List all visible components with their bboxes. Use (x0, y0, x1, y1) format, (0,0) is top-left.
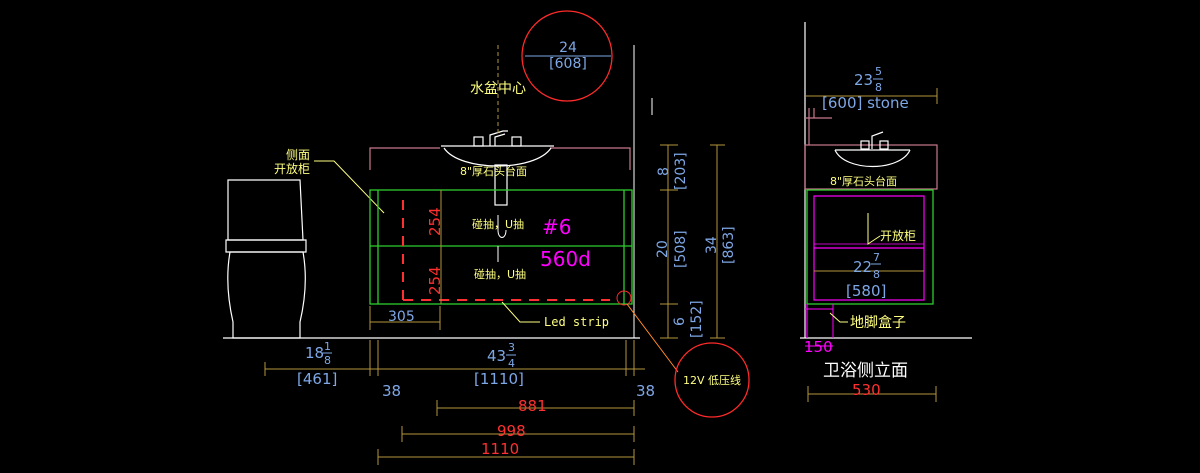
countertop (369, 147, 631, 170)
basin-dim-value: 24 (559, 40, 577, 56)
side-open-cabinet-label-1: 侧面 (286, 148, 310, 162)
side-top-num: 5 (875, 65, 882, 78)
dim-countertop-metric: [203] (673, 152, 689, 190)
bottom-red-dims: 881 998 1110 (377, 397, 635, 465)
dim-cabinet-value: 20 (655, 240, 671, 258)
depth-label: 560d (540, 247, 591, 271)
total-height-value: 34 (704, 236, 720, 254)
side-inner-whole: 22 (853, 258, 872, 276)
drawer-bottom-height: 254 (426, 266, 444, 295)
side-top-whole: 23 (854, 71, 873, 89)
side-plinth: 地脚盒子 150 (804, 304, 906, 356)
led-point-marker[interactable] (616, 290, 632, 306)
plinth-height: 150 (804, 338, 833, 356)
dim-cabinet-metric: [508] (673, 230, 689, 268)
vanity-width-den: 4 (508, 357, 515, 370)
gap-right-value: 38 (636, 382, 655, 400)
basin-callout-circle (521, 10, 613, 102)
vanity-width-metric: [1110] (474, 370, 524, 388)
bottom-dim-998: 998 (497, 422, 526, 440)
side-open-cabinet-label: 开放柜 (880, 228, 916, 243)
drawer-height-dims: 254 254 (426, 190, 444, 304)
low-voltage-label: 12V 低压线 (683, 373, 741, 387)
side-top-den: 8 (875, 81, 882, 94)
drawer-bottom-label: 碰抽，U抽 (474, 267, 526, 281)
basin-callout[interactable]: 24 [608] (521, 10, 613, 102)
drawer-top-height: 254 (426, 207, 444, 236)
vanity-cabinet (369, 189, 633, 305)
total-height-dim: 34 [863] (704, 144, 737, 339)
toilet-width-metric: [461] (297, 370, 337, 388)
bottom-dim-1110: 1110 (481, 440, 519, 458)
dim-plinth-value: 6 (672, 317, 688, 326)
low-voltage-callout-circle (674, 342, 750, 418)
gap-left-value: 38 (382, 382, 401, 400)
side-countertop (804, 144, 938, 190)
dim-plinth-metric: [152] (689, 300, 705, 338)
side-inner-metric: [580] (846, 282, 886, 300)
side-inner-den: 8 (873, 268, 880, 281)
bottom-dim-881: 881 (518, 397, 547, 415)
side-open-cabinet-label-2: 开放柜 (274, 161, 310, 176)
right-vertical-dims: 8 [203] 20 [508] 6 [152] (655, 144, 705, 339)
side-open-cabinet-annotation: 侧面 开放柜 (274, 148, 385, 214)
low-voltage-callout[interactable]: 12V 低压线 (674, 342, 750, 418)
side-inner-dim: 22 7 8 [580] (814, 251, 924, 300)
side-basin (834, 131, 911, 167)
drain-pipe (497, 215, 507, 262)
total-height-metric: [863] (721, 226, 737, 264)
plinth-label: 地脚盒子 (850, 314, 906, 331)
vanity-width-num: 3 (508, 341, 515, 354)
led-strip-label: Led strip (544, 315, 609, 329)
side-countertop-label: 8"厚石头台面 (830, 174, 897, 188)
side-cabinet (806, 189, 934, 305)
dim-countertop-value: 8 (656, 167, 672, 176)
vanity-width-whole: 43 (487, 347, 506, 365)
side-top-dim: 23 5 8 [600] stone (805, 65, 938, 112)
side-open-cabinet (813, 195, 925, 301)
toilet-width-den: 8 (324, 354, 331, 367)
model-number: #6 (542, 215, 571, 239)
basin (441, 130, 554, 206)
basin-dim-metric: [608] (549, 56, 587, 72)
basin-center-label: 水盆中心 (470, 81, 526, 97)
toilet-outline (225, 179, 307, 339)
toilet-width-whole: 18 (305, 344, 324, 362)
side-width-dim: 530 (807, 381, 937, 402)
side-faucet-bracket (805, 108, 832, 145)
side-width-value: 530 (852, 381, 881, 399)
left-offset-dim: 305 (369, 306, 441, 330)
side-inner-num: 7 (873, 251, 880, 264)
countertop-label: 8"厚石头台面 (460, 164, 527, 178)
side-top-metric: [600] stone (822, 94, 909, 112)
left-offset-value: 305 (388, 309, 415, 325)
side-elevation-title: 卫浴侧立面 (823, 361, 908, 381)
horizontal-width-dims: 18 1 8 [461] 43 3 4 [1110] 38 38 (264, 340, 655, 400)
toilet-width-num: 1 (324, 340, 331, 353)
